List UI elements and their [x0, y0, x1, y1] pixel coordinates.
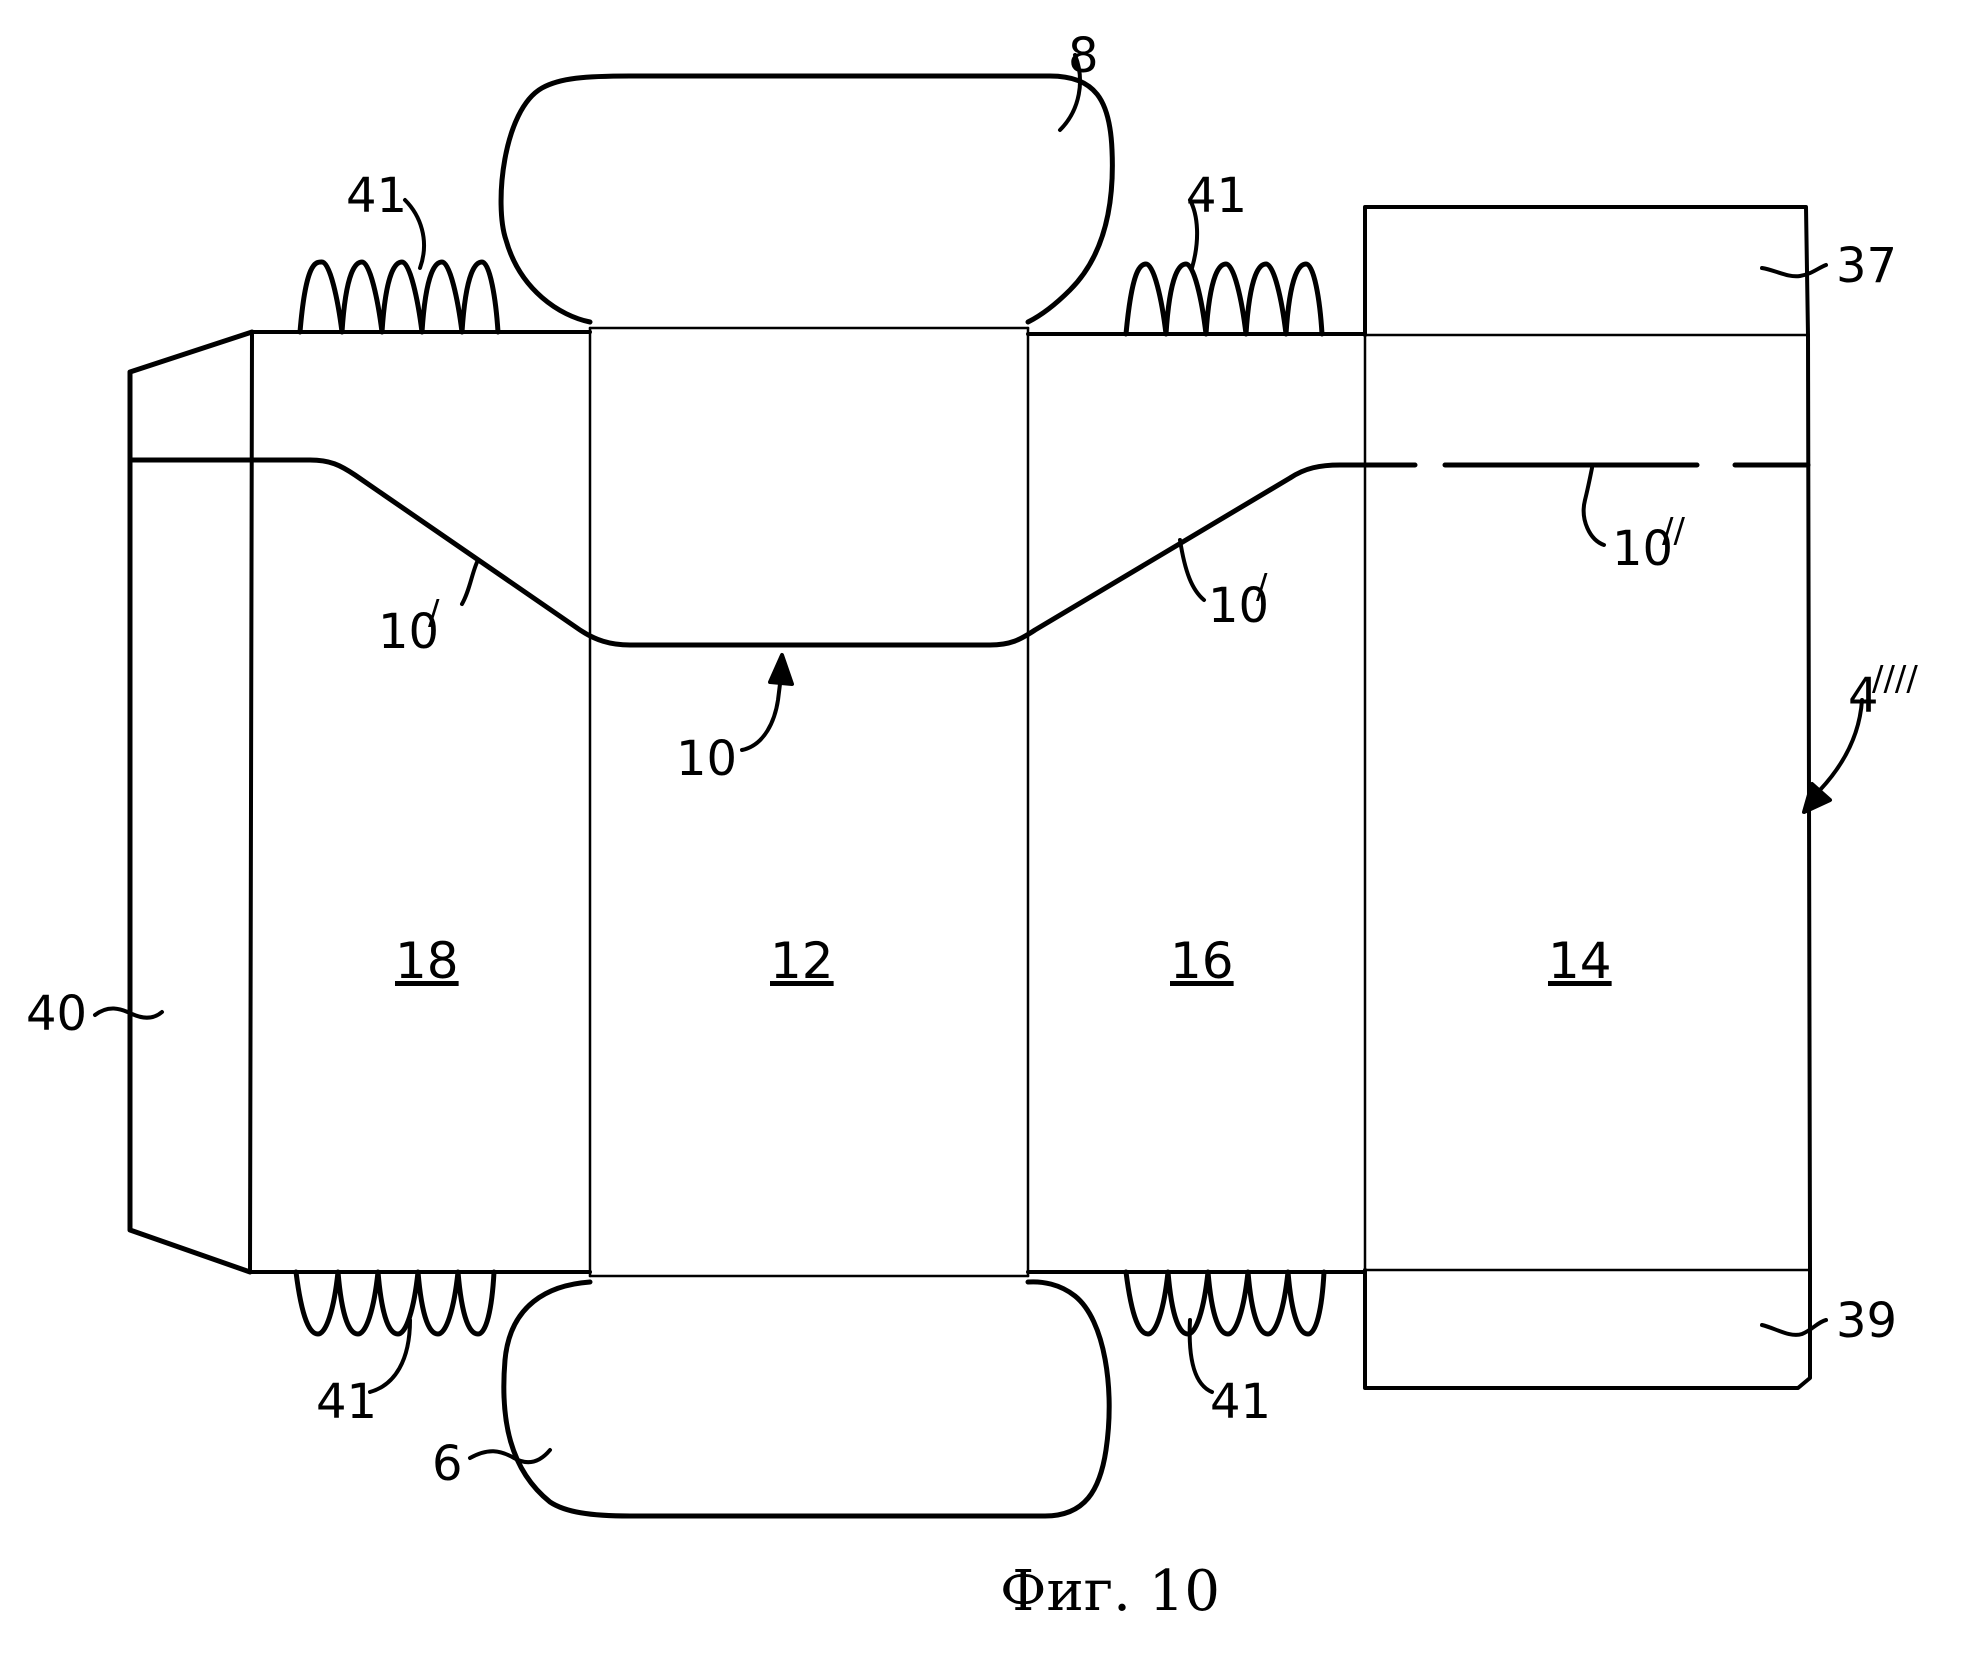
leader-8	[1058, 53, 1082, 132]
leader-37	[1760, 263, 1828, 279]
glue-tab-outline	[127, 329, 255, 1275]
label-strip-bottom: 39	[1836, 1293, 1897, 1349]
top-flap-outline	[498, 73, 1115, 325]
teeth-bottom-left	[293, 1269, 497, 1337]
label-cut-line: 10	[676, 731, 737, 787]
leader-4-arrow	[1806, 698, 1864, 810]
label-blank: 4	[1848, 668, 1879, 724]
label-panel-left: 18	[395, 932, 459, 990]
label-cut-dashed-prime: //	[1662, 511, 1685, 551]
leader-41-top-mid	[1188, 198, 1200, 270]
label-cut-dashed: 10	[1612, 521, 1673, 577]
leader-41-top-left	[403, 198, 426, 270]
label-strip-top: 37	[1836, 238, 1897, 294]
leader-10-arrow	[740, 666, 784, 752]
label-panel-mid: 16	[1170, 932, 1234, 990]
label-flap-top: 8	[1068, 28, 1099, 84]
leader-10-prime-left	[460, 558, 480, 606]
fold-line-1	[248, 330, 254, 1274]
label-teeth-top-mid: 41	[1186, 168, 1247, 224]
leader-6	[468, 1448, 552, 1465]
leader-39	[1760, 1318, 1828, 1337]
label-cut-slope-right: 10	[1208, 578, 1269, 634]
leader-41-bottom-left	[368, 1318, 412, 1394]
label-cut-slope-left-prime: /	[428, 593, 440, 633]
label-glue-tab: 40	[26, 986, 87, 1042]
bottom-flap-outline	[501, 1279, 1112, 1519]
label-blank-primes: ////	[1872, 659, 1918, 699]
teeth-top-mid	[1123, 261, 1325, 337]
teeth-bottom-mid	[1123, 1269, 1327, 1337]
leader-41-bottom-mid	[1187, 1318, 1214, 1394]
label-panel-right: 14	[1548, 932, 1612, 990]
strip-bottom-outline	[1363, 1268, 1812, 1390]
label-teeth-bottom-left: 41	[316, 1374, 377, 1430]
leader-10-arrow-head	[768, 653, 794, 686]
leader-10-prime-right	[1178, 538, 1206, 602]
label-teeth-top-left: 41	[346, 168, 407, 224]
leader-40	[93, 1006, 164, 1020]
label-flap-bottom: 6	[432, 1436, 463, 1492]
teeth-top-left	[297, 259, 501, 335]
strip-top-outline	[1363, 205, 1810, 337]
label-panel-center: 12	[770, 932, 834, 990]
leader-4-arrow-head	[1802, 782, 1832, 814]
label-teeth-bottom-mid: 41	[1210, 1374, 1271, 1430]
leader-10-double-prime	[1581, 466, 1606, 547]
tear-line-solid	[127, 457, 1418, 648]
figure-caption: Фиг. 10	[1000, 1559, 1220, 1624]
label-cut-slope-right-prime: /	[1256, 567, 1268, 607]
label-cut-slope-left: 10	[378, 604, 439, 660]
